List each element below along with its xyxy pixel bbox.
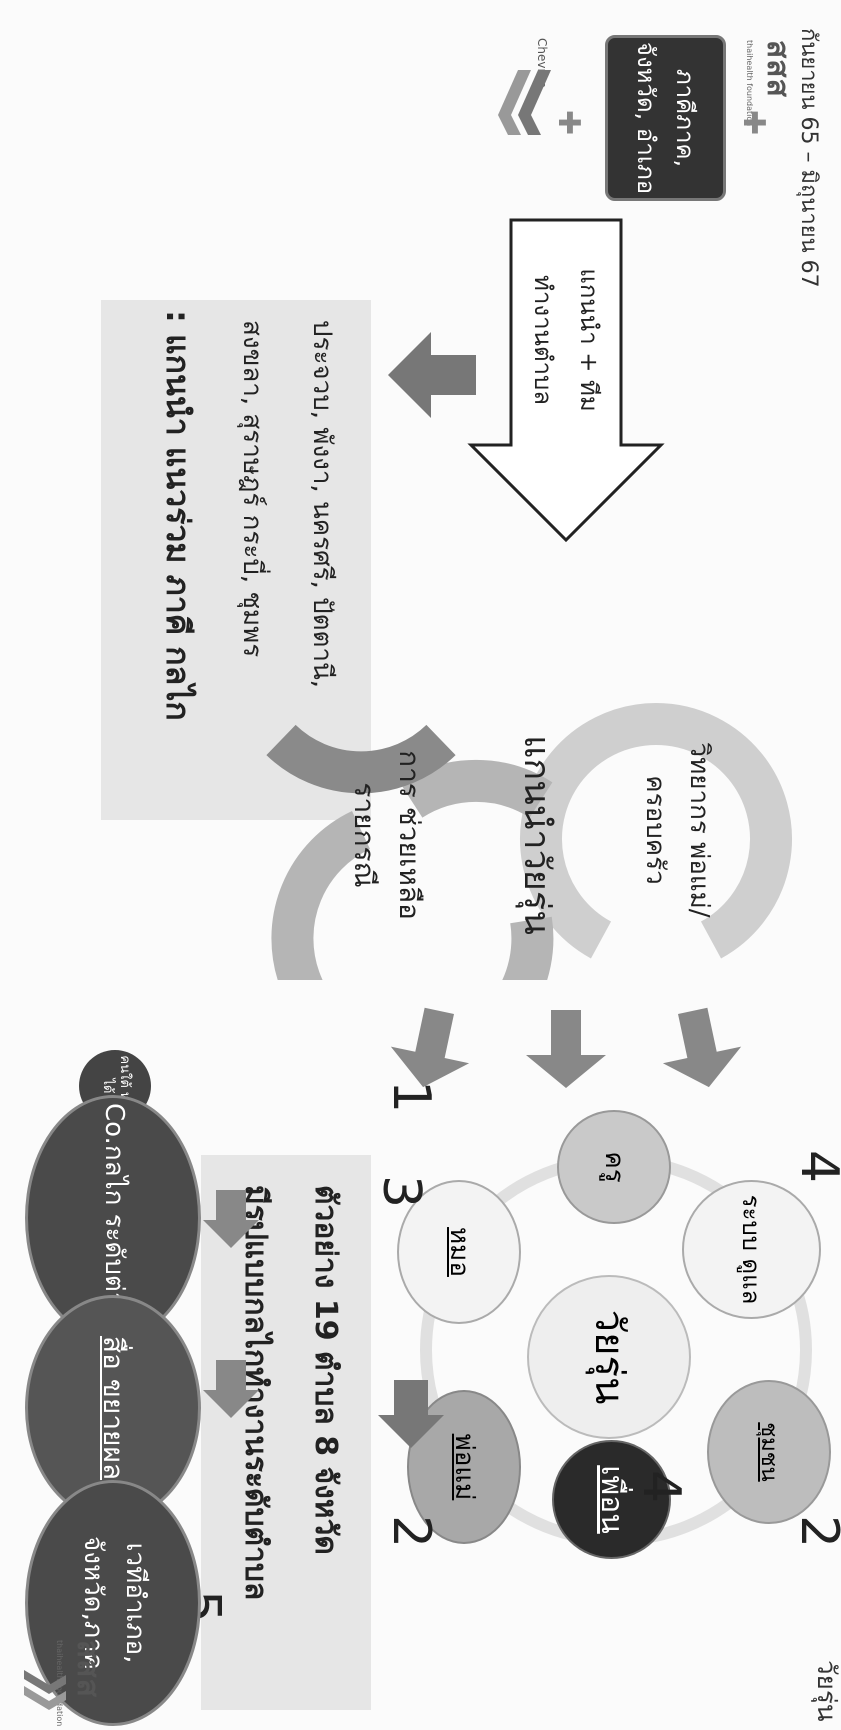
leadership-cycle: วิทยากร พ่อแม่/ ครอบครัว แกนนำวัยรุ่น กา… — [231, 680, 831, 1080]
ssf-logo-text: สสส — [760, 40, 795, 98]
partners-box: ภาคีภาค, จังหวัด, อำเภอ — [605, 35, 726, 201]
provinces-line-2: สงขลา, สุราษฎร์ กระบี่, ชุมพร — [237, 320, 267, 658]
network-center: วัยรุ่น — [527, 1275, 691, 1439]
ssf-logo-2-text: สสส — [70, 1640, 105, 1698]
node-community-label: ชุมชน — [756, 1422, 782, 1482]
team-arrow: แกนนำ + ทีม ทำงานตำบล — [466, 215, 666, 545]
cycle-middle-label: แกนนำวัยรุ่น — [516, 735, 557, 935]
node-friends-num: 4 — [631, 1470, 691, 1504]
node-parents-label: พ่อแม่ — [449, 1433, 480, 1501]
node-care-system: ระบบ ดูแล — [682, 1180, 821, 1319]
chevron-logo: Chevron — [486, 30, 556, 140]
node-community: ชุมชน — [707, 1380, 831, 1524]
node-teacher: ครู — [557, 1110, 671, 1224]
network-center-label: วัยรุ่น — [586, 1309, 632, 1405]
node-doctor-label: หมอ — [444, 1227, 475, 1277]
node-parents-num: 2 — [381, 1515, 441, 1549]
arrow-icon-a — [201, 1190, 261, 1250]
chevron-logo-corner — [4, 1650, 74, 1726]
provinces-line-1: ประจวบ, พังงา, นครศรี, ปัตตานี, — [307, 320, 337, 688]
cycle-bottom-label: การ ช่วยเหลือ รายกรณี — [348, 750, 426, 920]
node-care-system-label: ระบบ ดูแล — [737, 1194, 766, 1305]
plus-icon: ✚ — [736, 110, 771, 136]
plus-icon: ✚ — [551, 110, 586, 136]
arrow-down-icon — [386, 330, 476, 420]
cycle-top-label: วิทยากร พ่อแม่/ ครอบครัว — [639, 742, 714, 918]
node-community-num: 2 — [789, 1515, 841, 1548]
node-doctor-num: 3 — [371, 1175, 431, 1209]
node-teacher-label: ครู — [599, 1151, 630, 1183]
node-friends-label: เพื่อน — [594, 1465, 629, 1534]
node-care-system-num: 4 — [789, 1150, 841, 1183]
arrow-icon-b — [201, 1360, 261, 1420]
provinces-line-3: : แกนนำ แนวร่วม ภาคี กลไก — [159, 310, 197, 721]
outcome-media-label: สื่อ ขยายผล — [97, 1335, 131, 1481]
team-arrow-label: แกนนำ + ทีม ทำงานตำบล — [529, 268, 603, 412]
partners-box-label: ภาคีภาค, จังหวัด, อำเภอ — [632, 41, 699, 195]
node-teacher-num: 1 — [381, 1080, 441, 1114]
network-cluster: วัยรุ่น ระบบ ดูแล ครู หมอ พ่อแม่ เพื่อน … — [371, 1080, 841, 1580]
corner-title: วัยรุ่น — [811, 1660, 841, 1722]
example-line-1: ตัวอย่าง 19 ตำบล 8 จังหวัด — [308, 1185, 343, 1555]
arrows-to-network — [371, 1000, 751, 1090]
arrow-down-icon-2 — [376, 1380, 446, 1450]
